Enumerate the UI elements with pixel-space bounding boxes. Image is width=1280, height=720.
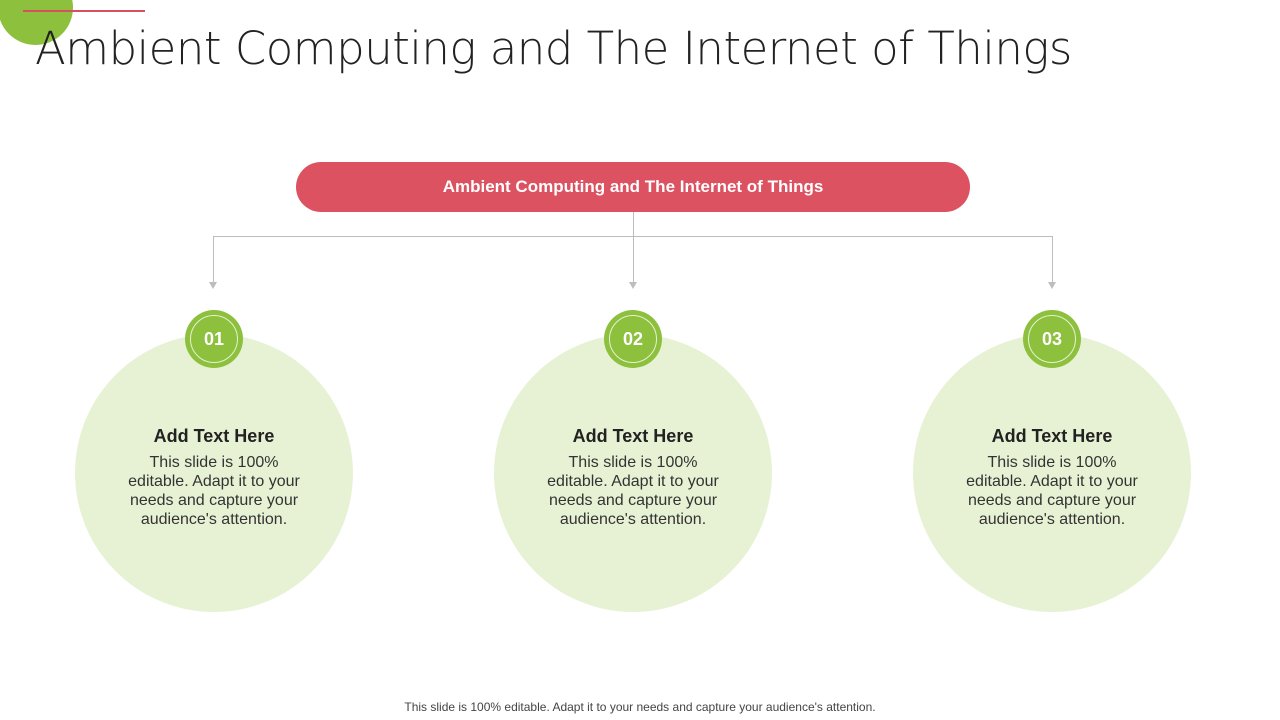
badge-number: 02 <box>609 315 657 363</box>
connector-vertical-center-top <box>633 212 634 237</box>
connector-drop-1 <box>213 236 214 282</box>
card-heading: Add Text Here <box>991 426 1113 446</box>
card-text-2: Add Text Here This slide is 100% editabl… <box>523 426 743 529</box>
header-pill-label: Ambient Computing and The Internet of Th… <box>442 177 824 196</box>
footer-note: This slide is 100% editable. Adapt it to… <box>404 700 876 714</box>
arrow-down-icon <box>1048 282 1056 289</box>
connector-drop-3 <box>1052 236 1053 282</box>
badge-number: 01 <box>190 315 238 363</box>
card-circle-3 <box>913 334 1191 612</box>
decorative-red-line <box>23 10 145 12</box>
card-heading: Add Text Here <box>572 426 694 446</box>
arrow-down-icon <box>209 282 217 289</box>
number-badge-1: 01 <box>185 310 243 368</box>
connector-drop-2 <box>633 236 634 282</box>
slide-title: Ambient Computing and The Internet of Th… <box>35 22 1072 75</box>
card-body: This slide is 100% editable. Adapt it to… <box>547 454 719 528</box>
card-body: This slide is 100% editable. Adapt it to… <box>966 454 1138 528</box>
card-text-1: Add Text Here This slide is 100% editabl… <box>104 426 324 529</box>
arrow-down-icon <box>629 282 637 289</box>
number-badge-3: 03 <box>1023 310 1081 368</box>
header-pill: Ambient Computing and The Internet of Th… <box>296 162 970 212</box>
badge-number: 03 <box>1028 315 1076 363</box>
number-badge-2: 02 <box>604 310 662 368</box>
card-circle-1 <box>75 334 353 612</box>
card-text-3: Add Text Here This slide is 100% editabl… <box>942 426 1162 529</box>
card-body: This slide is 100% editable. Adapt it to… <box>128 454 300 528</box>
card-heading: Add Text Here <box>153 426 275 446</box>
card-circle-2 <box>494 334 772 612</box>
